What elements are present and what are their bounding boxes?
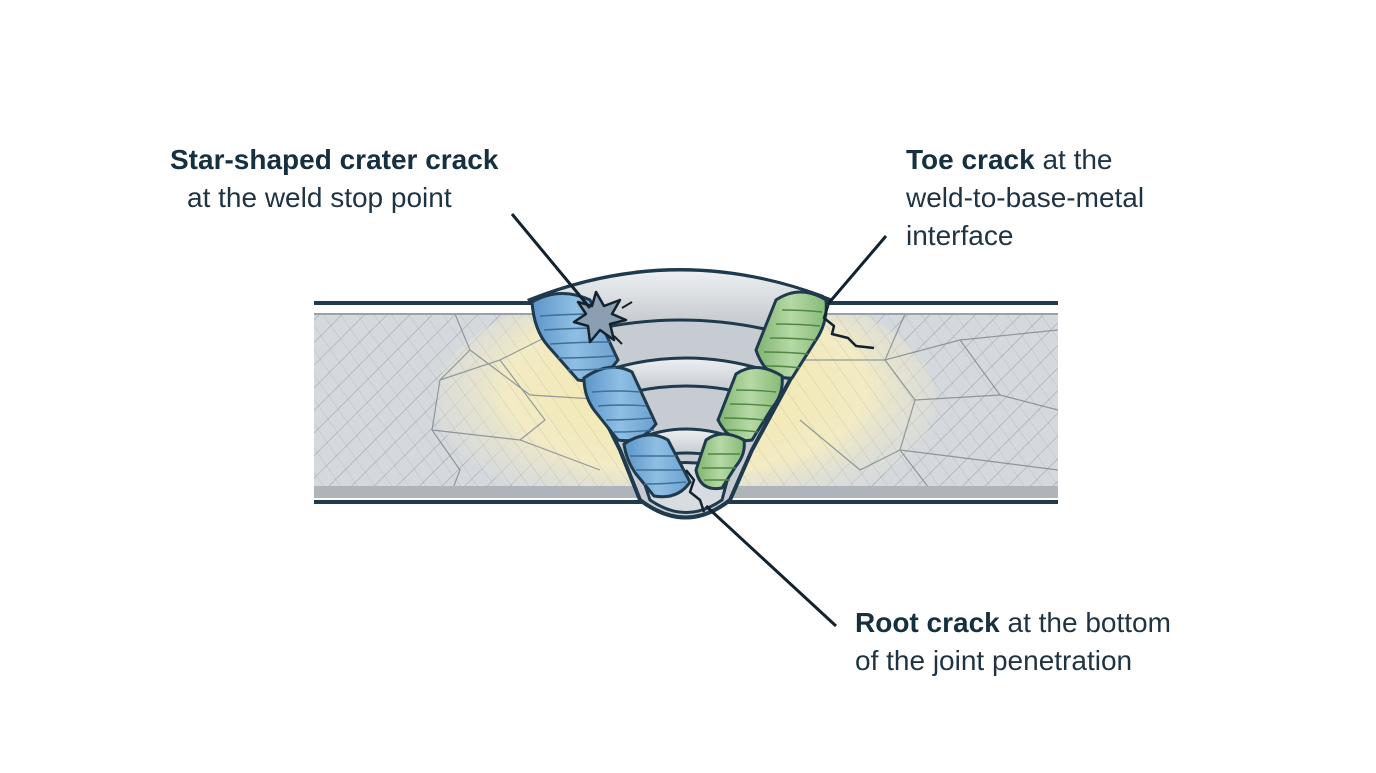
leader-line-root (704, 504, 838, 628)
label-crater-bold: Star-shaped crater crack (170, 144, 499, 175)
toe-crack (822, 305, 875, 350)
label-root-crack: Root crack at the bottom of the joint pe… (855, 604, 1171, 680)
label-root-bold: Root crack (855, 607, 1000, 638)
root-crack (685, 469, 706, 513)
label-toe-crack: Toe crack at the weld-to-base-metal inte… (906, 141, 1144, 255)
label-crater-line2: at the weld stop point (187, 182, 452, 213)
label-toe-line3: interface (906, 220, 1014, 251)
crater-crack (572, 290, 633, 345)
label-toe-rest: at the (1034, 144, 1113, 175)
label-root-rest: at the bottom (999, 607, 1171, 638)
label-toe-bold: Toe crack (906, 144, 1035, 175)
label-crater-crack: Star-shaped crater crack at the weld sto… (170, 141, 498, 217)
label-toe-line2: weld-to-base-metal (906, 182, 1145, 213)
leader-line-toe (826, 235, 888, 305)
leader-line-crater (510, 213, 592, 309)
right-weld-passes (694, 290, 828, 491)
label-root-line2: of the joint penetration (855, 645, 1133, 676)
